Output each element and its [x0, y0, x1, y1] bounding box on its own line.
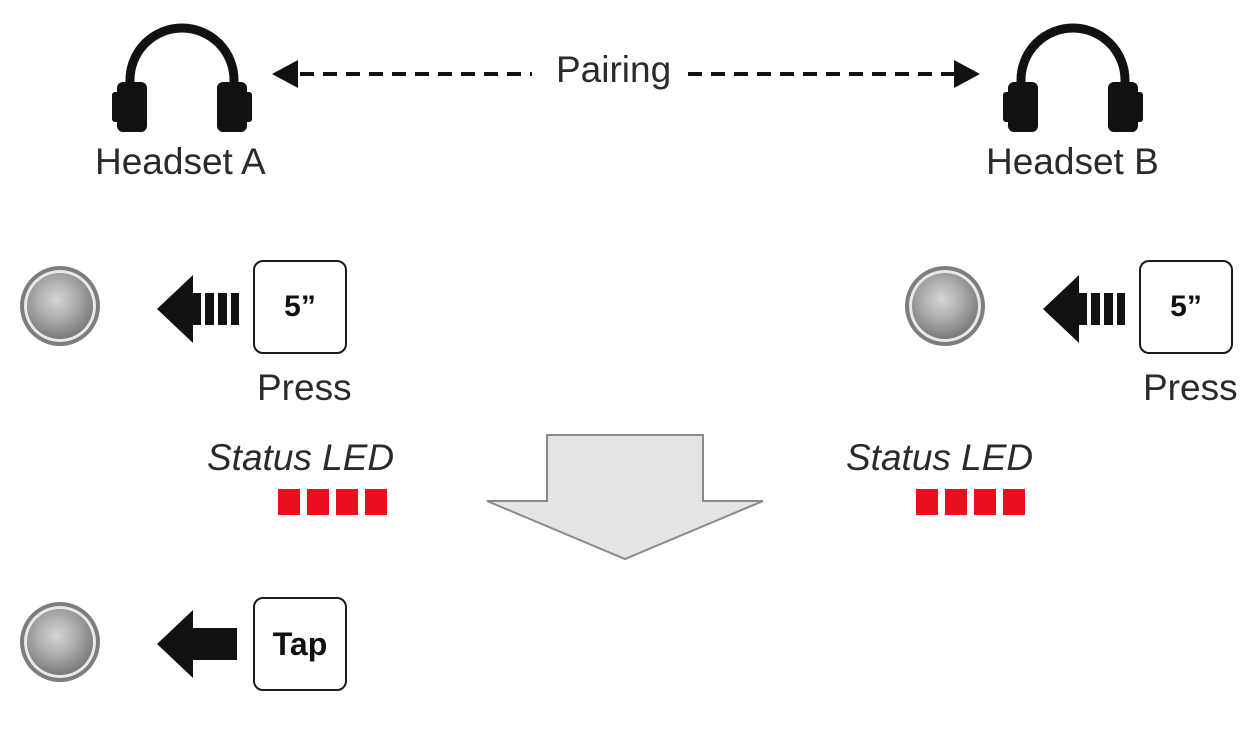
headset-a-led-indicator — [278, 489, 388, 515]
pairing-label: Pairing — [556, 49, 672, 90]
headset-b-round-button-icon — [905, 266, 985, 346]
headset-a-round-button-icon — [20, 266, 100, 346]
led-square — [336, 489, 358, 515]
headset-a-press-key[interactable]: 5” — [253, 260, 347, 354]
pairing-double-arrow-icon — [272, 60, 980, 88]
tap-key[interactable]: Tap — [253, 597, 347, 691]
led-square — [365, 489, 387, 515]
led-square — [945, 489, 967, 515]
led-square — [916, 489, 938, 515]
headset-a-press-label: Press — [257, 367, 352, 408]
headset-b-press-key[interactable]: 5” — [1139, 260, 1233, 354]
headset-a-label: Headset A — [95, 141, 266, 182]
headset-a-headphones-icon — [112, 23, 252, 132]
headset-a-tap-round-button-icon — [20, 602, 100, 682]
tap-arrow-icon — [157, 610, 237, 678]
headset-b-hold-arrow-icon — [1043, 275, 1125, 343]
headset-b-headphones-icon — [1003, 23, 1143, 132]
led-square — [307, 489, 329, 515]
headset-a-hold-arrow-icon — [157, 275, 239, 343]
headset-b-press-label: Press — [1143, 367, 1238, 408]
headset-b-led-indicator — [916, 489, 1026, 515]
headset-b-status-led-label: Status LED — [846, 437, 1034, 478]
headset-a-status-led-label: Status LED — [207, 437, 395, 478]
headset-b-label: Headset B — [986, 141, 1159, 182]
led-square — [278, 489, 300, 515]
flow-down-arrow-icon — [486, 434, 764, 561]
led-square — [1003, 489, 1025, 515]
led-square — [974, 489, 996, 515]
